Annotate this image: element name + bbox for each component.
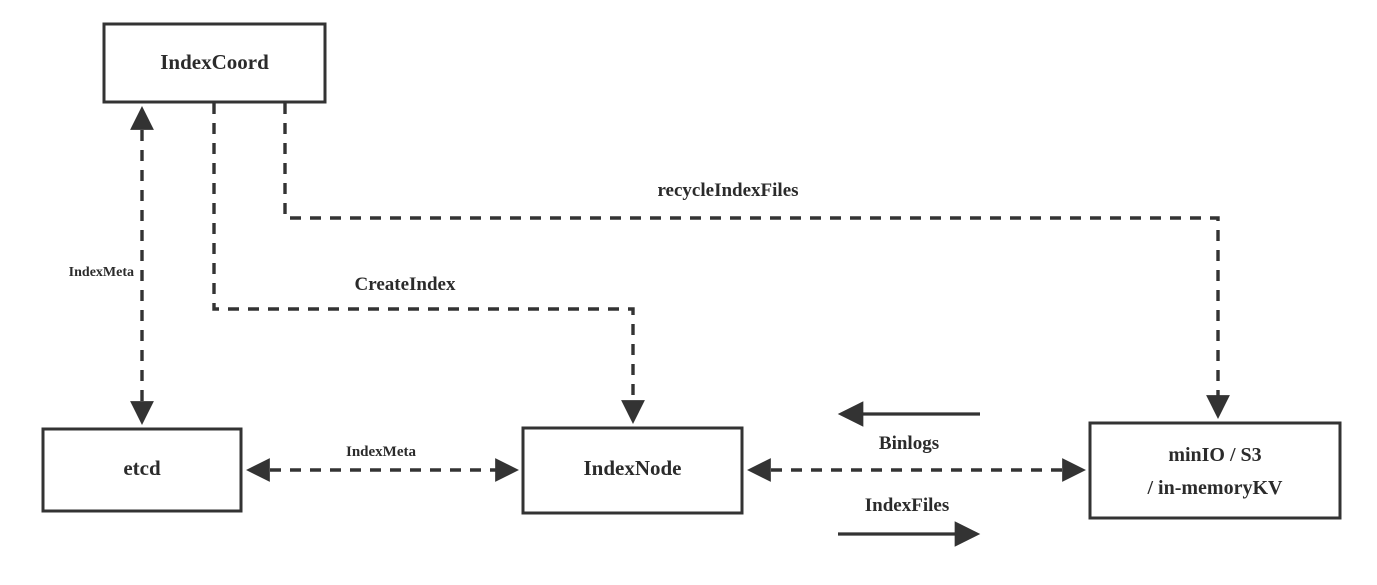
node-label-object-storage-line1: minIO / S3 xyxy=(1168,444,1261,466)
node-index-node[interactable]: IndexNode xyxy=(521,426,744,515)
node-label-etcd: etcd xyxy=(123,456,161,480)
edge-label-recycleindexfiles: recycleIndexFiles xyxy=(657,180,798,201)
edge-label-indexfiles: IndexFiles xyxy=(865,495,949,516)
node-etcd[interactable]: etcd xyxy=(41,427,243,513)
edge-label-indexmeta-coord-etcd: IndexMeta xyxy=(69,265,134,280)
node-box-object-storage[interactable] xyxy=(1088,421,1342,520)
edge-createindex: CreateIndex xyxy=(212,103,645,424)
edge-indexfiles: IndexFiles xyxy=(838,495,981,547)
node-box-index-node[interactable] xyxy=(521,426,744,515)
edge-binlogs: Binlogs xyxy=(837,401,980,454)
edge-indexmeta-etcd-indexnode: IndexMeta xyxy=(246,444,519,482)
node-index-coord[interactable]: IndexCoord xyxy=(102,22,327,104)
node-box-etcd[interactable] xyxy=(41,427,243,513)
node-box-index-coord[interactable] xyxy=(102,22,327,104)
edge-recycleindexfiles: recycleIndexFiles xyxy=(283,103,1230,419)
node-label-index-coord: IndexCoord xyxy=(160,50,269,74)
edge-label-indexmeta-etcd-indexnode: IndexMeta xyxy=(346,444,416,460)
node-object-storage[interactable]: minIO / S3 / in-memoryKV xyxy=(1088,421,1342,520)
edge-line-createindex xyxy=(212,103,645,424)
node-label-object-storage-line2: / in-memoryKV xyxy=(1147,477,1284,499)
edge-label-binlogs: Binlogs xyxy=(879,433,939,454)
edge-line-recycleindexfiles xyxy=(283,103,1230,419)
edge-label-createindex: CreateIndex xyxy=(355,274,456,295)
node-label-index-node: IndexNode xyxy=(583,456,681,480)
edge-indexmeta-coord-etcd: IndexMeta xyxy=(69,106,154,425)
